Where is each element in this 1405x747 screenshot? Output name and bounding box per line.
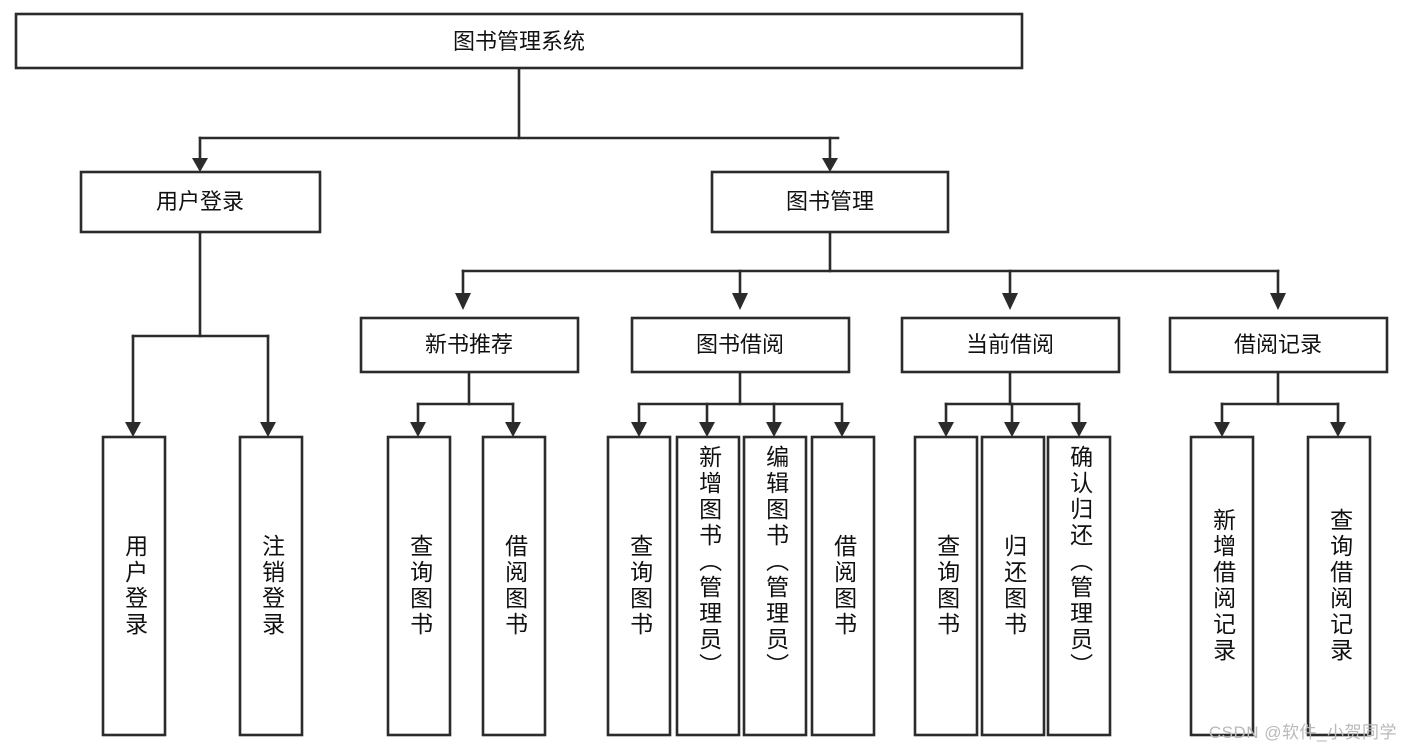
arrowhead-current-leaf-1 (938, 422, 954, 437)
node-book-management-box[interactable] (710, 170, 950, 234)
arrowhead-borrow-record (1270, 293, 1286, 310)
leaf-box-borrow-add-book[interactable] (675, 435, 741, 737)
node-user-login-box[interactable] (79, 170, 322, 234)
node-root[interactable]: 图书管理系统 (14, 12, 1024, 70)
arrowhead-borrow-leaf-2 (699, 422, 715, 437)
node-new-book-recommend-label: 新书推荐 (425, 332, 513, 357)
leaf-box-user-login[interactable] (101, 435, 167, 737)
node-user-login[interactable]: 用户登录 (79, 170, 322, 234)
node-borrow-record-box[interactable] (1168, 316, 1389, 374)
arrowhead-record-leaf-2 (1330, 422, 1346, 437)
node-book-management-label: 图书管理 (786, 189, 874, 214)
leaf-box-current-confirm-return[interactable] (1046, 435, 1112, 737)
arrowhead-leaf-user-login (125, 422, 141, 437)
arrowhead-leaf-logout (260, 422, 276, 437)
watermark-text: CSDN @软件_小贺同学 (1208, 723, 1397, 742)
node-book-management[interactable]: 图书管理 (710, 170, 950, 234)
arrowhead-borrow-leaf-4 (834, 422, 850, 437)
arrowhead-current-leaf-2 (1004, 422, 1020, 437)
node-root-box[interactable] (14, 12, 1024, 70)
leaf-box-logout[interactable] (238, 435, 304, 737)
node-current-borrow[interactable]: 当前借阅 (900, 316, 1121, 374)
node-borrow-record[interactable]: 借阅记录 (1168, 316, 1389, 374)
arrowhead-current-leaf-3 (1071, 422, 1087, 437)
arrowhead-record-leaf-1 (1214, 422, 1230, 437)
leaf-box-recommend-query-book[interactable] (386, 435, 452, 737)
node-root-label: 图书管理系统 (453, 29, 585, 54)
arrowhead-user-login (192, 158, 208, 172)
node-current-borrow-label: 当前借阅 (966, 332, 1054, 357)
node-current-borrow-box[interactable] (900, 316, 1121, 374)
node-user-login-label: 用户登录 (156, 189, 244, 214)
arrowhead-book-borrow (732, 293, 748, 310)
node-book-borrow-label: 图书借阅 (696, 332, 784, 357)
leaf-box-record-add-record[interactable] (1189, 435, 1255, 737)
node-new-book-recommend[interactable]: 新书推荐 (359, 316, 580, 374)
leaf-box-current-query-book[interactable] (913, 435, 979, 737)
leaf-box-current-return-book[interactable] (980, 435, 1046, 737)
node-borrow-record-label: 借阅记录 (1234, 332, 1322, 357)
leaf-box-borrow-edit-book[interactable] (742, 435, 808, 737)
node-book-borrow[interactable]: 图书借阅 (630, 316, 851, 374)
arrowhead-borrow-leaf-1 (631, 422, 647, 437)
leaf-box-borrow-query-book[interactable] (606, 435, 672, 737)
arrowhead-recommend-leaf-1 (410, 422, 426, 437)
node-new-book-recommend-box[interactable] (359, 316, 580, 374)
node-book-borrow-box[interactable] (630, 316, 851, 374)
connector-group (125, 66, 1346, 437)
arrowhead-book-mgmt (822, 158, 838, 172)
arrowhead-recommend-leaf-2 (505, 422, 521, 437)
leaf-box-borrow-borrow-book[interactable] (810, 435, 876, 737)
arrowhead-new-book-recommend (455, 293, 471, 310)
arrowhead-borrow-leaf-3 (766, 422, 782, 437)
arrowhead-current-borrow (1002, 293, 1018, 310)
leaf-box-recommend-borrow-book[interactable] (481, 435, 547, 737)
leaf-box-record-query-record[interactable] (1306, 435, 1372, 737)
